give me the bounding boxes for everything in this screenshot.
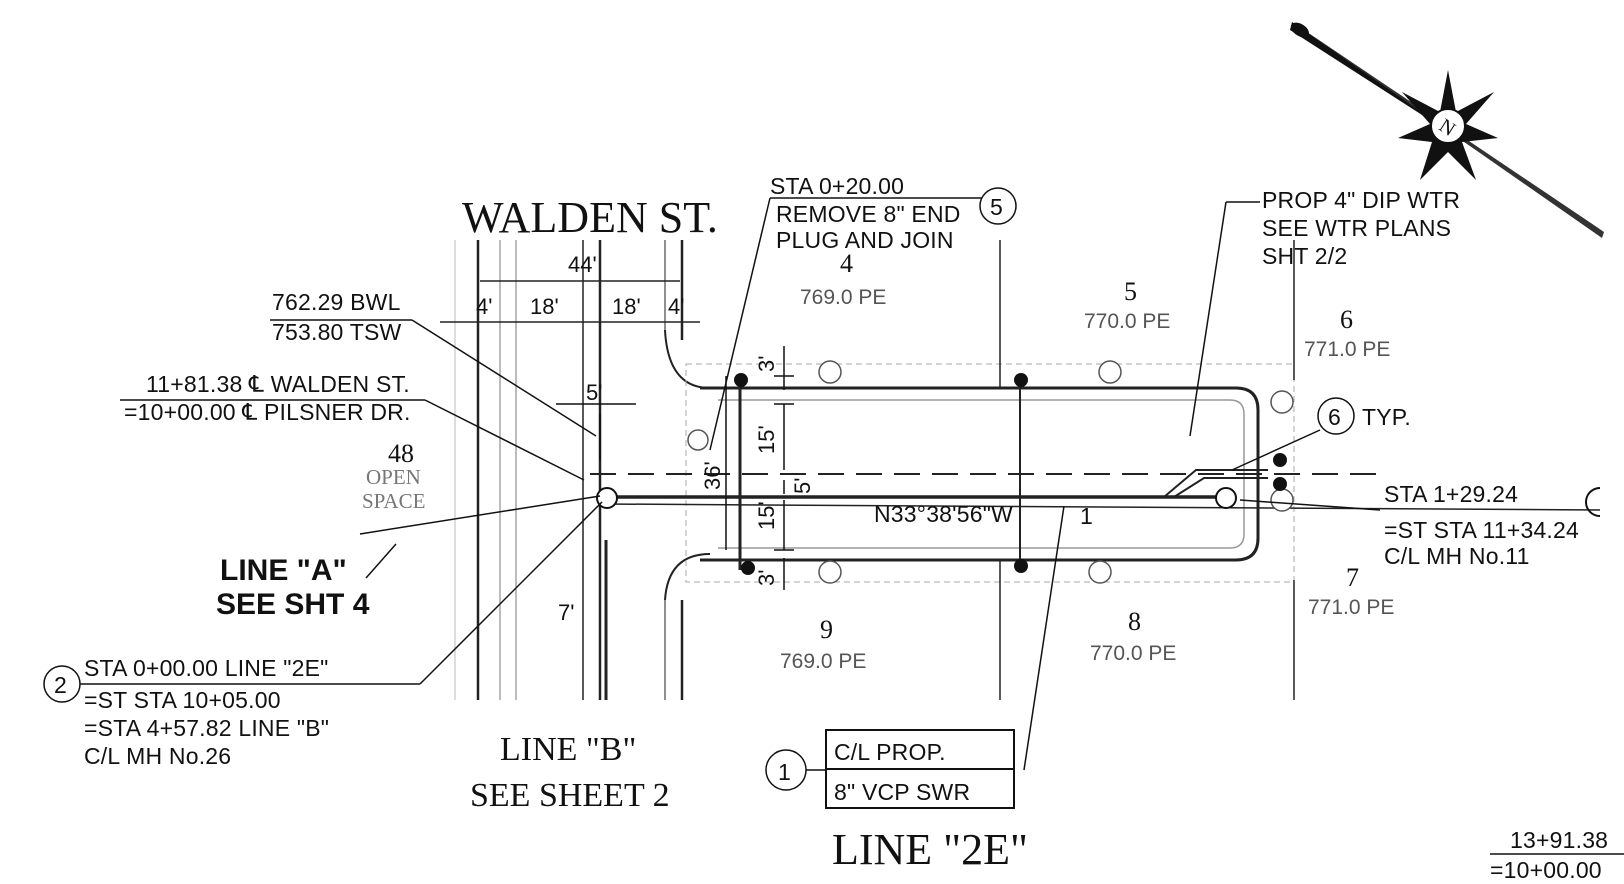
line-b-label: LINE "B" xyxy=(500,731,636,768)
dim-5-center: 5' xyxy=(790,478,815,494)
dim-15-bottom: 15' xyxy=(754,501,779,530)
bwl-elevation: 762.29 BWL xyxy=(272,289,401,315)
lot-5-elevation: 770.0 PE xyxy=(1084,310,1170,333)
leader-lines xyxy=(76,197,1381,771)
dim-36: 36' xyxy=(700,461,725,490)
end-station-1: STA 1+29.24 xyxy=(1384,481,1518,507)
lot-4-number: 4 xyxy=(840,249,853,278)
tsw-elevation: 753.80 TSW xyxy=(272,319,402,345)
callout-6-bubble xyxy=(1317,397,1355,435)
water-note-line1: PROP 4" DIP WTR xyxy=(1262,187,1460,213)
street-width-lane-right: 18' xyxy=(612,294,641,319)
bottom-right-station-2: =10+00.00 xyxy=(1490,857,1602,883)
line-b-sheet: SEE SHEET 2 xyxy=(470,777,670,814)
callout-5-number: 5 xyxy=(990,194,1003,220)
callout-2-line1: STA 0+00.00 LINE "2E" xyxy=(84,655,329,681)
street-width-walk-right: 4' xyxy=(668,294,684,319)
street-width-total: 44' xyxy=(568,252,597,277)
lot-7-number: 7 xyxy=(1346,563,1359,592)
callout-1-number: 1 xyxy=(778,759,791,785)
lot-9-elevation: 769.0 PE xyxy=(780,650,866,673)
end-station-2: =ST STA 11+34.24 xyxy=(1384,517,1579,543)
street-width-lane-left: 18' xyxy=(530,294,559,319)
bottom-right-station-1: 13+91.38 xyxy=(1510,827,1608,853)
walden-centerline-station: 11+81.38 ℄ WALDEN ST. xyxy=(146,371,410,397)
lot-48-number: 48 xyxy=(388,439,414,468)
callout-2-line3: =STA 4+57.82 LINE "B" xyxy=(84,715,329,741)
drawing-title: LINE "2E" xyxy=(832,825,1028,874)
callout-5-line1: REMOVE 8" END xyxy=(776,201,961,227)
callout-6-text: TYP. xyxy=(1362,404,1411,430)
lot-6-elevation: 771.0 PE xyxy=(1304,338,1390,361)
dim-3-top: 3' xyxy=(754,356,779,372)
lot-5-number: 5 xyxy=(1124,277,1137,306)
lot-8-number: 8 xyxy=(1128,607,1141,636)
callout-1-line2: 8" VCP SWR xyxy=(834,779,970,805)
dimension-lines xyxy=(556,346,794,590)
lot-7-elevation: 771.0 PE xyxy=(1308,596,1394,619)
callout-5-station: STA 0+20.00 xyxy=(770,173,904,199)
dim-5-left: 5' xyxy=(586,380,602,405)
dim-15-top: 15' xyxy=(754,425,779,454)
callout-5-line2: PLUG AND JOIN xyxy=(776,227,954,253)
dim-7-lower: 7' xyxy=(558,600,574,625)
road-outline xyxy=(590,240,1601,700)
end-station-3: C/L MH No.11 xyxy=(1384,543,1530,569)
street-width-walk-left: 4' xyxy=(476,294,492,319)
line-a-sheet: SEE SHT 4 xyxy=(216,588,370,621)
pilsner-centerline-station: =10+00.00 ℄ PILSNER DR. xyxy=(124,399,411,425)
lot-4-elevation: 769.0 PE xyxy=(800,286,886,309)
walden-street-lines xyxy=(440,240,711,700)
water-note-line2: SEE WTR PLANS xyxy=(1262,215,1451,241)
lot-8-elevation: 770.0 PE xyxy=(1090,642,1176,665)
callout-5-bubble xyxy=(979,187,1017,225)
water-note-line3: SHT 2/2 xyxy=(1262,243,1347,269)
dim-3-bottom: 3' xyxy=(754,570,779,586)
open-space-label-2: SPACE xyxy=(362,489,425,513)
pipe-bearing: N33°38'56"W xyxy=(874,501,1013,527)
pipe-lot-label: 1 xyxy=(1080,503,1093,529)
utility-symbols xyxy=(687,360,1294,584)
callout-2-line4: C/L MH No.26 xyxy=(84,743,231,769)
callout-1-line1: C/L PROP. xyxy=(834,739,946,765)
street-name: WALDEN ST. xyxy=(462,193,718,242)
callout-2-bubble xyxy=(43,665,81,703)
lot-9-number: 9 xyxy=(820,615,833,644)
north-arrow-icon: N xyxy=(1290,22,1604,238)
service-markers xyxy=(734,373,1287,575)
callout-2-line2: =ST STA 10+05.00 xyxy=(84,687,281,713)
manhole-11 xyxy=(1215,487,1237,509)
lot-6-number: 6 xyxy=(1340,305,1353,334)
line-a-label: LINE "A" xyxy=(220,554,347,587)
callout-6-number: 6 xyxy=(1328,404,1341,430)
open-space-label-1: OPEN xyxy=(366,465,421,489)
callout-2-number: 2 xyxy=(54,672,67,698)
